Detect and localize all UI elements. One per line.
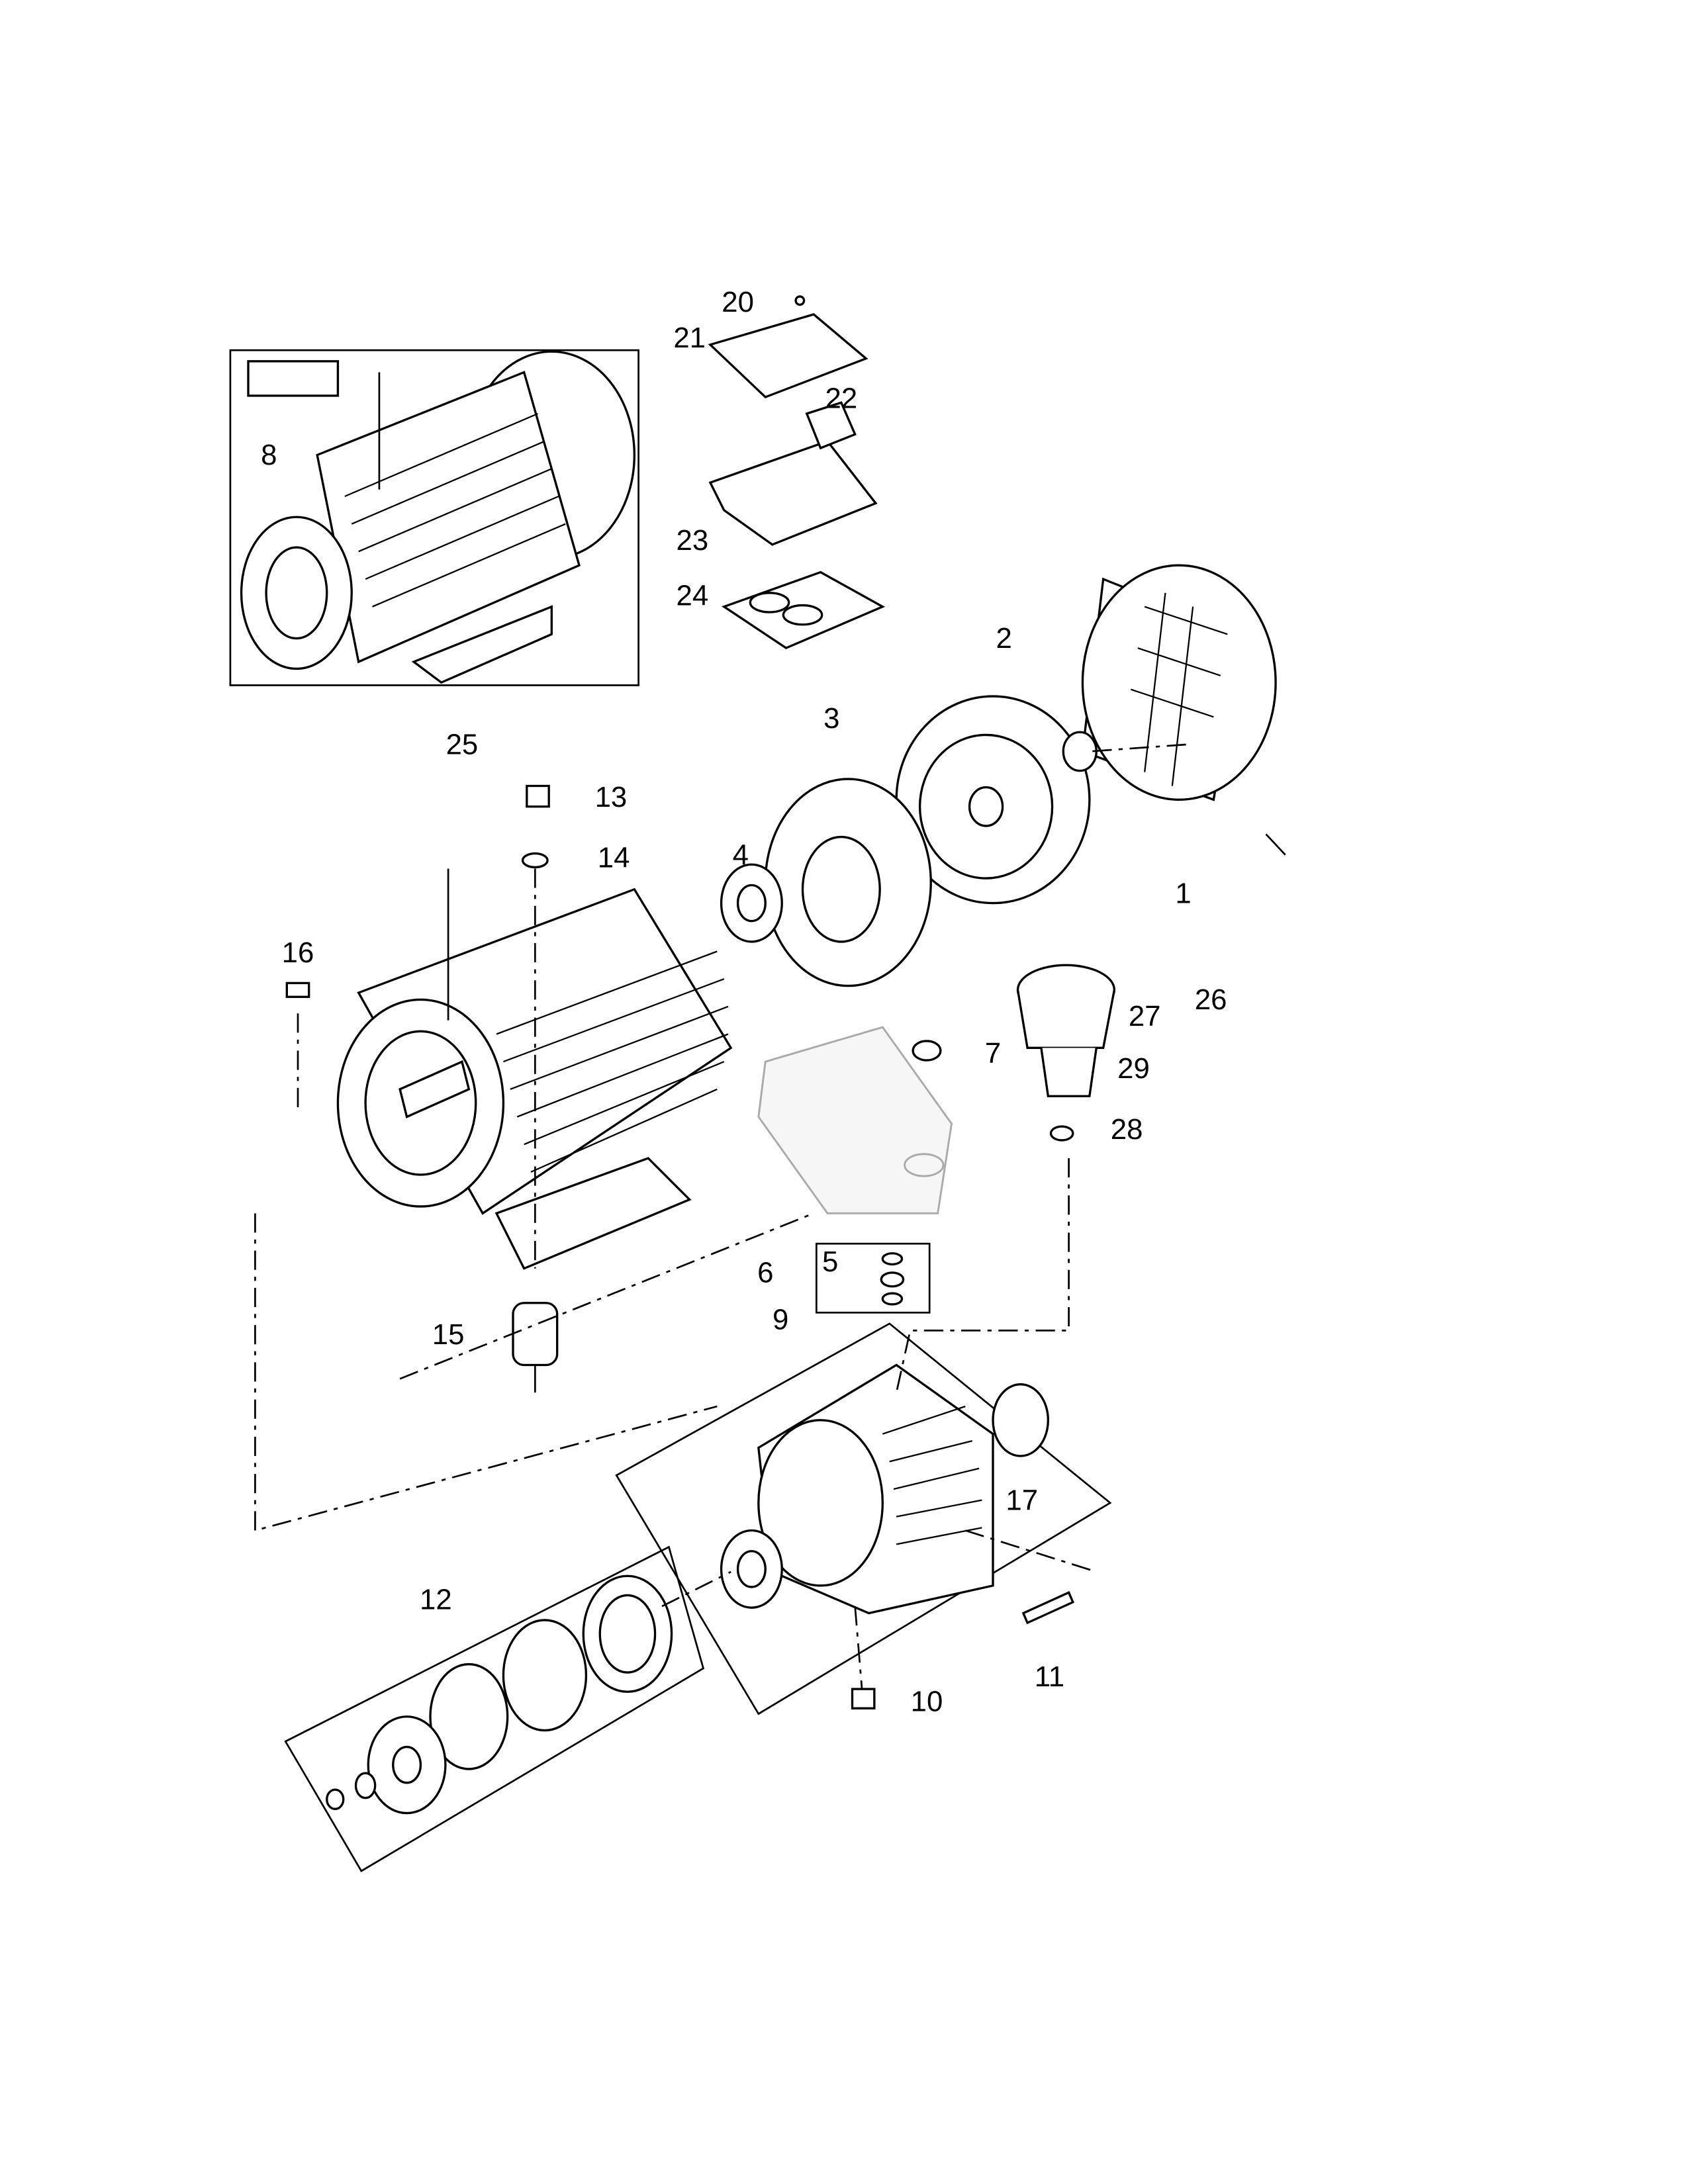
part-label-9: 9	[773, 1303, 788, 1336]
part-label-21: 21	[673, 322, 706, 354]
part-label-16: 16	[282, 936, 314, 969]
flange-housing-box	[615, 1322, 1112, 1715]
fan-drawing	[895, 695, 1098, 905]
part-label-14: 14	[598, 841, 630, 874]
part-label-7: 7	[985, 1037, 1001, 1069]
part-labels: 1234567891011121314151617202122232425262…	[261, 286, 1227, 1718]
flange-housing-drawing	[720, 1363, 1075, 1709]
part-label-5: 5	[822, 1246, 838, 1278]
valve-set-box	[815, 1242, 931, 1314]
part-label-6: 6	[757, 1256, 773, 1289]
part-label-26: 26	[1195, 983, 1227, 1016]
part-label-1: 1	[1175, 878, 1191, 910]
damper-drawing	[512, 1302, 559, 1367]
junction-box-drawing	[708, 295, 886, 650]
part-label-13: 13	[595, 781, 628, 813]
part-label-2: 2	[996, 622, 1011, 655]
part-label-10: 10	[911, 1685, 943, 1717]
terminal-block-drawing	[247, 360, 340, 397]
part-label-28: 28	[1111, 1113, 1143, 1146]
seal-set-box	[284, 1545, 705, 1872]
end-shield-drawing	[720, 778, 932, 987]
part-label-3: 3	[823, 702, 839, 735]
fan-cover-drawing	[1081, 564, 1286, 856]
part-label-8: 8	[261, 439, 277, 471]
part-label-27: 27	[1129, 1000, 1161, 1032]
part-label-4: 4	[733, 839, 749, 871]
part-label-22: 22	[825, 383, 857, 415]
part-label-17: 17	[1006, 1484, 1038, 1516]
part-label-25: 25	[446, 729, 479, 761]
motor-assembly-inset-box	[229, 349, 639, 686]
part-label-23: 23	[676, 524, 708, 557]
part-label-15: 15	[432, 1318, 465, 1351]
part-label-29: 29	[1117, 1052, 1150, 1085]
pump-head-ghost-drawing	[757, 1026, 953, 1214]
pressure-switch-drawing	[1016, 964, 1115, 1142]
part-label-24: 24	[676, 580, 708, 612]
seal-set-drawing	[326, 1574, 673, 1815]
part-label-11: 11	[1035, 1661, 1064, 1693]
motor-assembly-drawing	[240, 350, 635, 684]
part-label-12: 12	[420, 1583, 452, 1615]
motor-drawing	[285, 784, 733, 1270]
part-label-20: 20	[722, 286, 754, 318]
